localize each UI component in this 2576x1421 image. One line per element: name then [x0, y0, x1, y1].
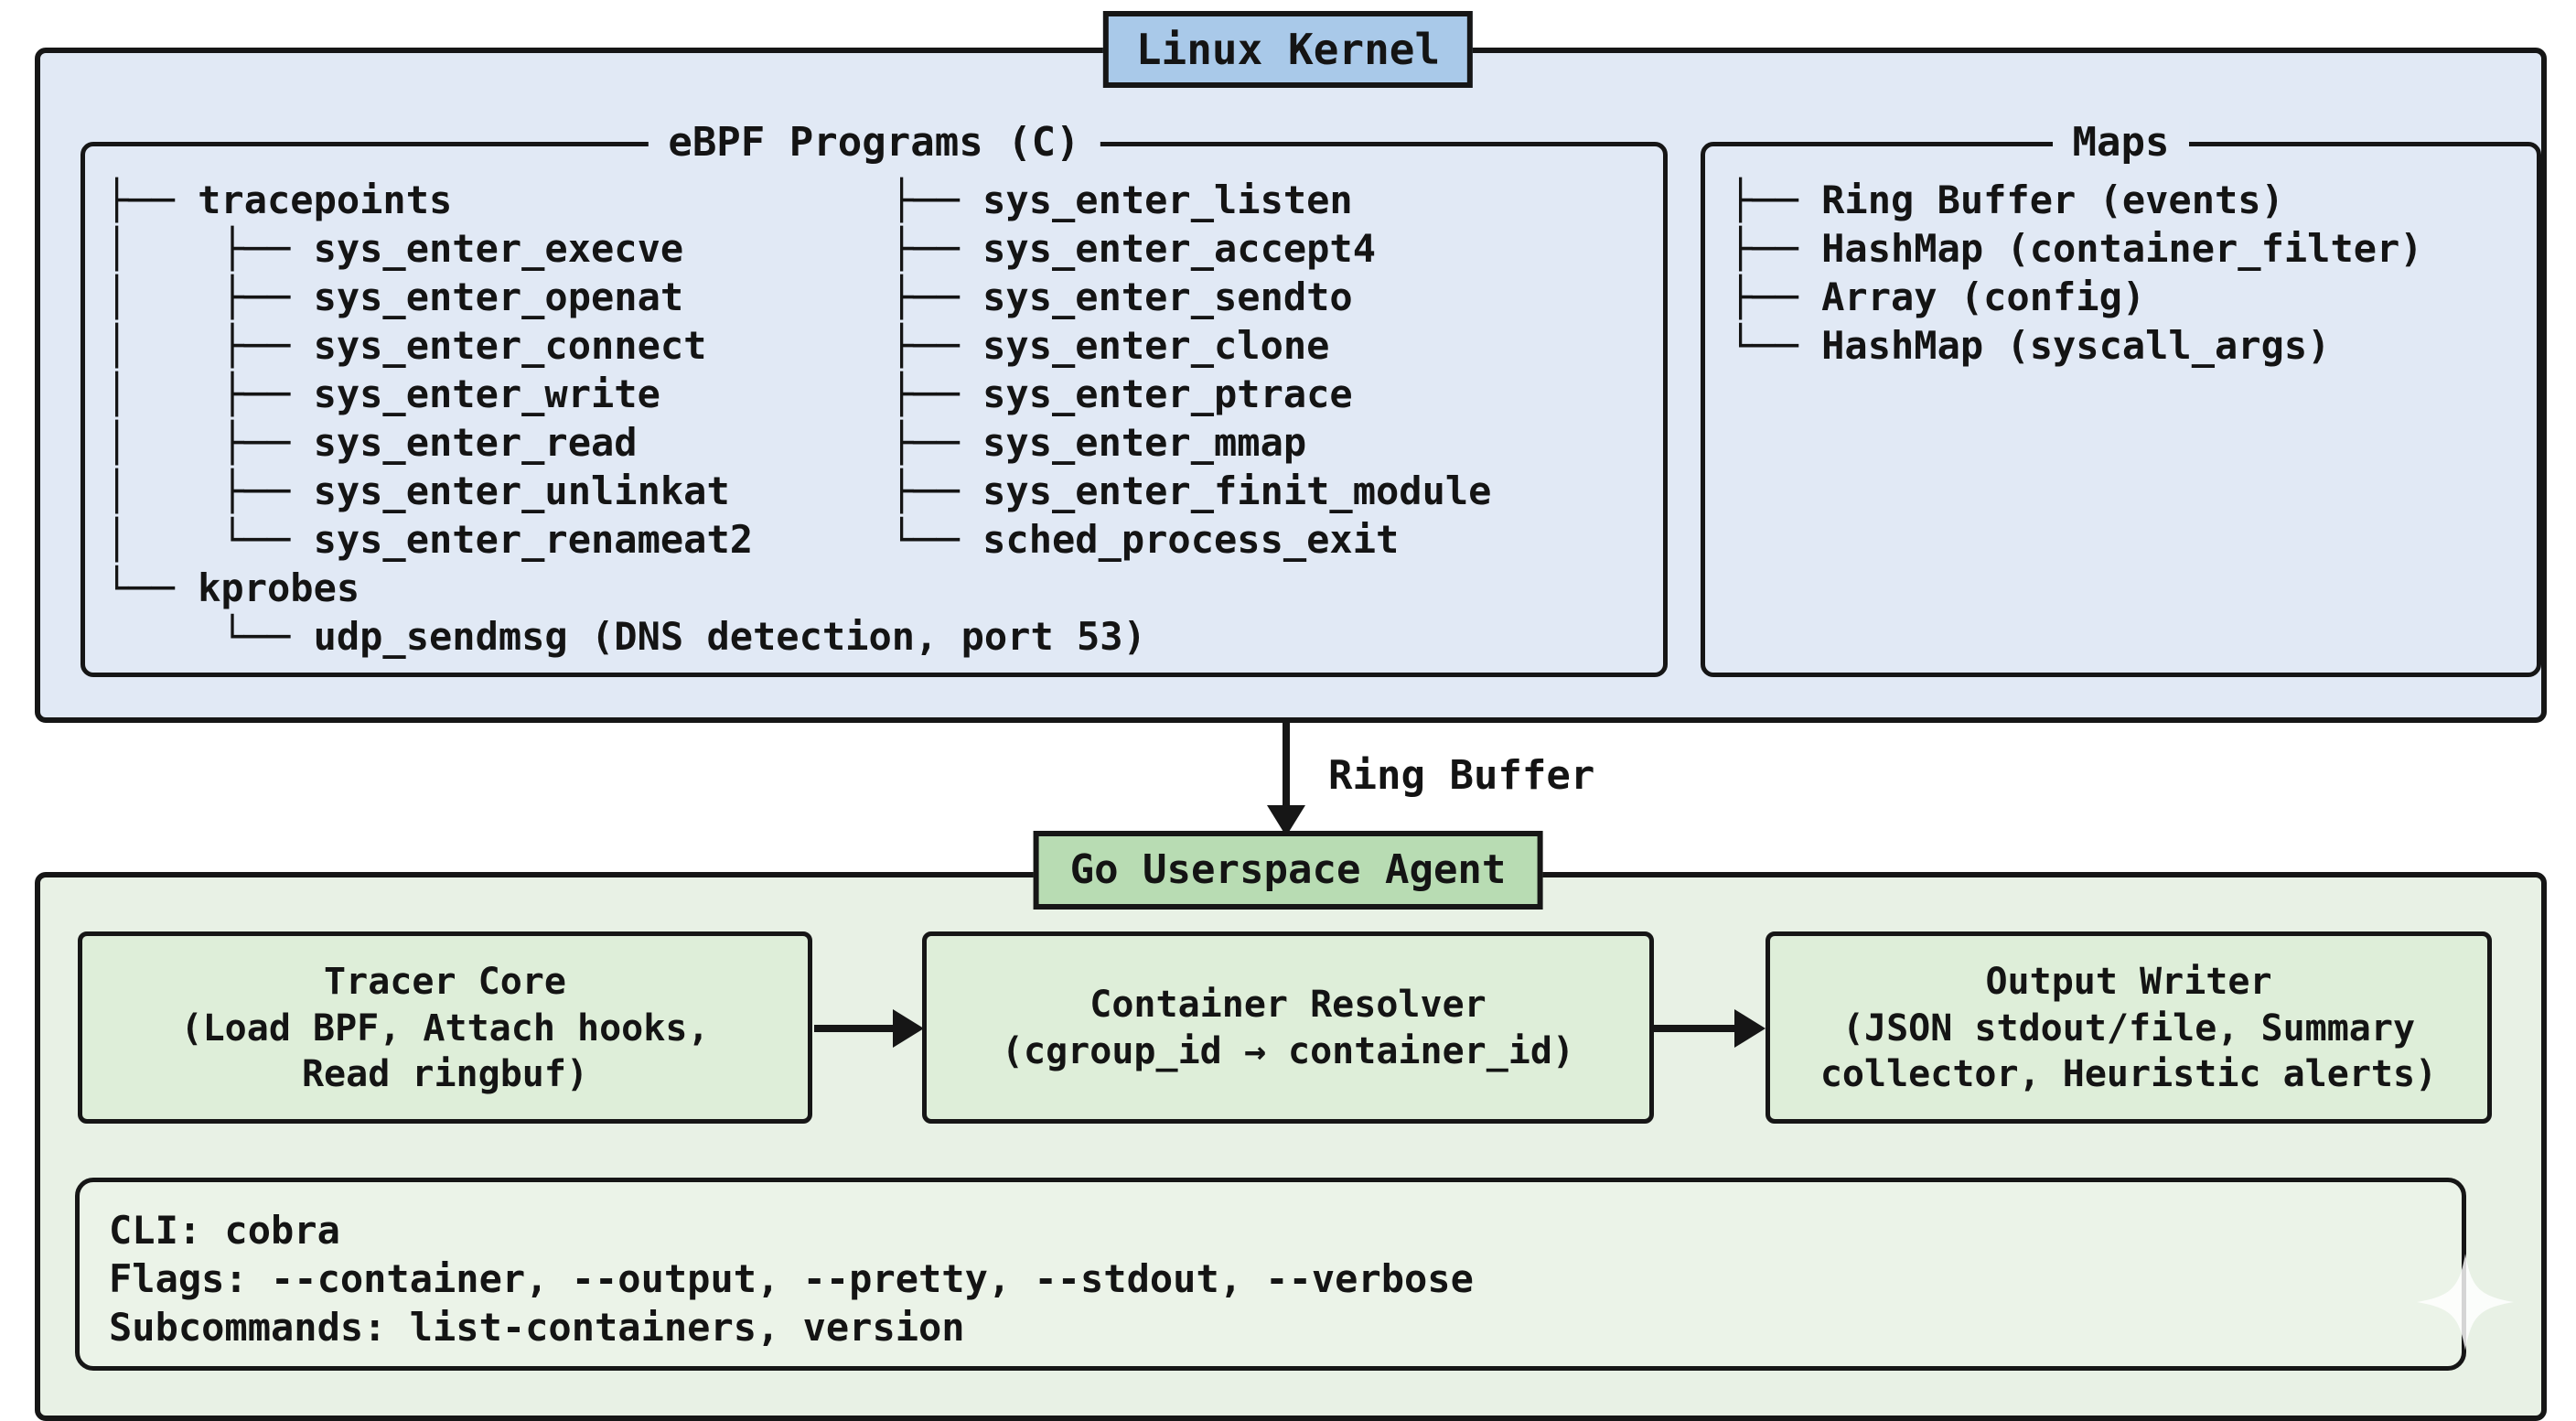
- tracer-core-box: Tracer Core (Load BPF, Attach hooks, Rea…: [78, 931, 812, 1124]
- maps-box: Maps ├── Ring Buffer (events) ├── HashMa…: [1701, 116, 2541, 677]
- ebpf-tree-right-column: ├── sys_enter_listen ├── sys_enter_accep…: [890, 178, 1492, 562]
- sparkle-icon: [2417, 1254, 2514, 1351]
- maps-tree: ├── Ring Buffer (events) ├── HashMap (co…: [1729, 178, 2423, 368]
- output-writer-detail: (JSON stdout/file, Summary collector, He…: [1819, 1007, 2438, 1095]
- go-userspace-agent-section: Tracer Core (Load BPF, Attach hooks, Rea…: [35, 872, 2547, 1421]
- tracer-core-title: Tracer Core: [324, 961, 566, 1003]
- container-resolver-box: Container Resolver (cgroup_id → containe…: [922, 931, 1654, 1124]
- resolver-to-writer-arrow-line: [1654, 1025, 1734, 1032]
- cli-panel-text: CLI: cobra Flags: --container, --output,…: [109, 1208, 1474, 1350]
- container-resolver-title: Container Resolver: [1089, 984, 1487, 1026]
- resolver-to-writer-arrow-head-icon: [1734, 1009, 1766, 1048]
- output-writer-box: Output Writer (JSON stdout/file, Summary…: [1766, 931, 2492, 1124]
- cli-panel: CLI: cobra Flags: --container, --output,…: [75, 1178, 2466, 1371]
- ebpf-tree-left-column: ├── tracepoints │ ├── sys_enter_execve │…: [105, 178, 1146, 659]
- linux-kernel-title-badge: Linux Kernel: [1102, 11, 1474, 88]
- tracer-core-detail: (Load BPF, Attach hooks, Read ringbuf): [180, 1007, 710, 1095]
- maps-title: Maps: [2052, 116, 2190, 169]
- ebpf-programs-box: eBPF Programs (C) ├── tracepoints │ ├── …: [80, 116, 1668, 677]
- go-userspace-agent-title-badge: Go Userspace Agent: [1033, 831, 1543, 910]
- ring-buffer-arrow-line: [1283, 723, 1290, 807]
- tracer-to-resolver-arrow-line: [814, 1025, 895, 1032]
- ebpf-programs-title: eBPF Programs (C): [648, 116, 1100, 169]
- container-resolver-detail: (cgroup_id → container_id): [1001, 1030, 1575, 1072]
- linux-kernel-section: eBPF Programs (C) ├── tracepoints │ ├── …: [35, 48, 2547, 723]
- output-writer-title: Output Writer: [1985, 961, 2272, 1003]
- ring-buffer-arrow-label: Ring Buffer: [1328, 752, 1595, 799]
- tracer-to-resolver-arrow-head-icon: [893, 1009, 924, 1048]
